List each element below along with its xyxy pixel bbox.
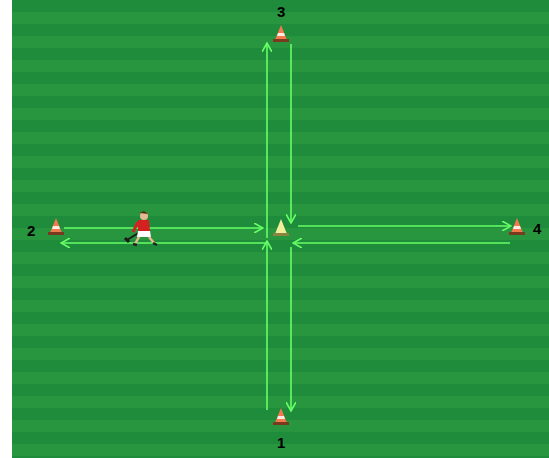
cone — [273, 408, 289, 425]
player-figure — [125, 211, 157, 245]
grass — [12, 0, 549, 458]
cone-number: 2 — [27, 223, 35, 238]
cone-number: 4 — [533, 221, 541, 236]
cone-number: 3 — [277, 4, 285, 19]
cone — [48, 218, 64, 235]
cone — [273, 25, 289, 42]
cone-number: 1 — [277, 435, 285, 450]
center-cone — [273, 219, 289, 236]
cone — [509, 218, 525, 235]
run-arrows — [62, 44, 510, 410]
